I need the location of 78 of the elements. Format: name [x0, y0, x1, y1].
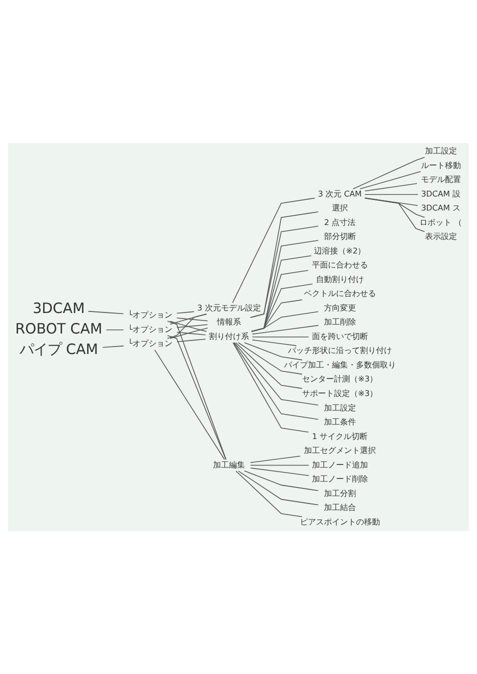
connector: [244, 470, 319, 492]
node-text: サポート設定（※3）: [302, 388, 378, 398]
connector: [234, 342, 319, 406]
connector: [88, 310, 124, 314]
node-text: 加工ノード追加: [312, 460, 368, 470]
connector: [364, 198, 425, 232]
node-text: └オプション: [128, 310, 173, 320]
connector: [250, 464, 310, 466]
node-text: 2 点寸法: [324, 218, 356, 227]
connector: [250, 468, 310, 476]
connector: [170, 320, 207, 332]
node-text: バッチ形状に沿って割り付け: [288, 346, 392, 356]
node-text: モデル配置: [420, 175, 461, 184]
node-text: 加工ノード削除: [312, 474, 368, 484]
connector: [176, 318, 208, 322]
node-text: └オプション: [128, 339, 173, 348]
node-text: 辺溶接（※2）: [314, 246, 366, 256]
node-text: 割り付け系: [209, 332, 249, 341]
connector: [102, 346, 124, 348]
connector: [232, 198, 316, 304]
node-text: パイプ加工・編集・多数個取り: [284, 360, 396, 370]
connector: [236, 342, 303, 389]
connector: [233, 342, 319, 420]
connector: [170, 328, 208, 339]
connector: [238, 470, 319, 506]
connector: [106, 329, 124, 330]
node-text: 加工設定: [324, 403, 356, 412]
node-text: ベクトルに合わせる: [304, 289, 376, 298]
node-text: センター計測（※3）: [302, 374, 378, 384]
node-text: 加工条件: [324, 418, 356, 426]
connector: [176, 338, 206, 342]
node-text: ロボット （: [420, 218, 462, 227]
connector: [352, 156, 425, 190]
node-text: 情報系: [217, 318, 241, 327]
node-text: 部分切断: [324, 232, 356, 242]
node-text: パイプ CAM: [19, 342, 98, 358]
connector: [176, 332, 206, 336]
node-text: 3 次元モデル設定: [197, 303, 261, 312]
connector: [252, 336, 309, 338]
node-text: 面を跨いで切断: [312, 332, 368, 341]
connector: [244, 342, 303, 360]
node-text: 加工削除: [324, 318, 356, 327]
node-text: 加工設定: [424, 146, 457, 156]
connector: [251, 311, 319, 332]
node-text: 加工分割: [324, 488, 356, 498]
node-text: 3 次元 CAM: [318, 189, 362, 198]
node-text: 加工セグメント選択: [304, 446, 376, 456]
connector: [360, 171, 422, 190]
connector: [252, 340, 297, 346]
connector: [251, 240, 319, 332]
node-text: 方向変更: [324, 303, 356, 312]
connector: [252, 325, 319, 334]
node-text: 加工結合: [324, 503, 356, 512]
connector: [232, 342, 309, 433]
node-text: ROBOT CAM: [15, 321, 102, 338]
connector: [176, 324, 208, 328]
connector: [250, 456, 301, 463]
connector: [364, 194, 418, 195]
node-text: 平面に合わせる: [312, 260, 368, 270]
connector: [238, 342, 303, 375]
connector: [176, 311, 195, 314]
node-text: 3DCAM 設: [421, 189, 461, 198]
node-text: 表示設定: [424, 232, 457, 242]
node-text: 自動割り付け: [316, 274, 364, 284]
node-text: 1 サイクル切断: [312, 432, 368, 441]
connector: [364, 198, 418, 206]
node-text: └オプション: [128, 324, 173, 334]
node-text: ピアスポイントの移動: [300, 517, 380, 526]
node-text: ルート移動: [420, 160, 461, 170]
connector: [167, 314, 207, 339]
connector: [236, 470, 303, 518]
connector: [364, 198, 425, 218]
connector: [154, 350, 225, 460]
node-text: 3DCAM ス: [421, 204, 461, 213]
node-text: 選択: [332, 204, 348, 213]
node-text: 加工編集: [213, 460, 245, 470]
node-text: 3DCAM: [32, 300, 85, 317]
connector: [364, 183, 418, 192]
